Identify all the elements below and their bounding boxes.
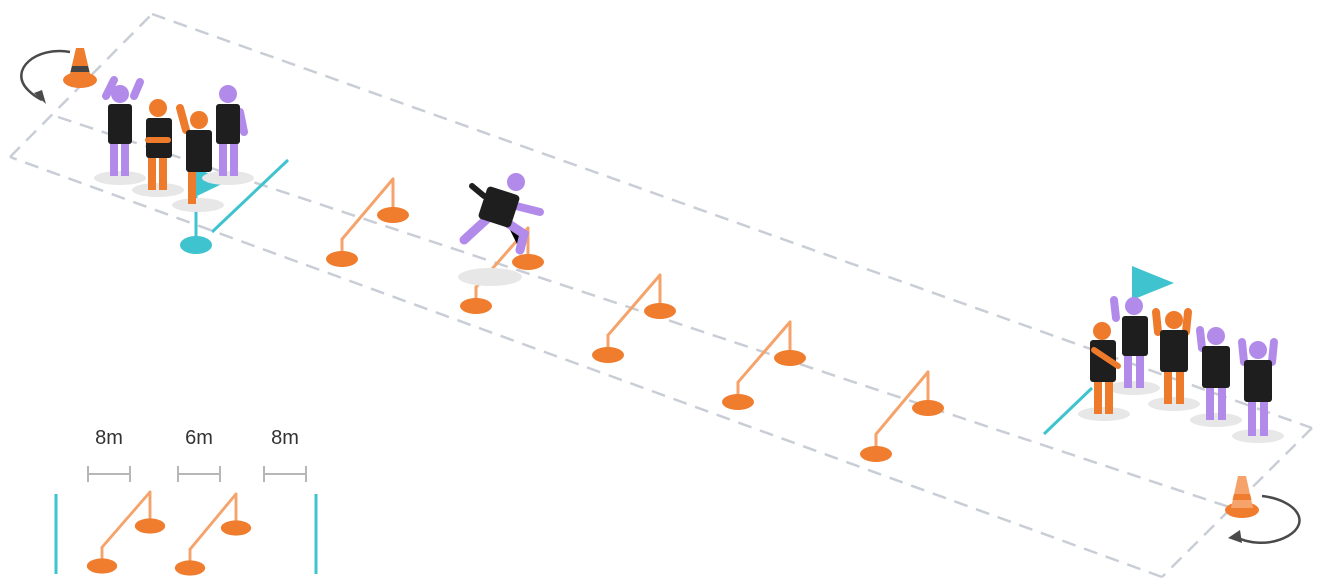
hurdle-icon [86,490,166,574]
legend-dimension-1 [87,466,131,482]
legend-hurdles-group [86,490,252,576]
player-icon [94,76,146,185]
hurdle-icon [860,370,944,462]
counterclockwise-rotate-arrow-icon [20,49,71,104]
legend-spacing-label-3: 8m [271,427,299,449]
hurdle-icon [592,273,676,363]
player-icon [202,85,254,185]
hurdle-icon [722,320,806,410]
traffic-cone-icon [63,48,97,88]
clockwise-rotate-arrow-icon [1228,494,1301,544]
flag-icon [1132,266,1174,300]
traffic-cone-icon [1225,476,1259,518]
player-icon [1148,308,1200,411]
player-icon [1108,296,1160,395]
legend-spacing-label-1: 8m [95,427,123,449]
spacing-legend: 8m 6m 8m [54,427,318,576]
player-icon [1190,326,1242,427]
hurdles-group [326,177,944,462]
hurdle-icon [174,492,252,576]
track-bottom-edge [9,155,1163,579]
hurdle-icon [326,177,409,267]
player-icon [172,104,224,212]
start-team [94,76,254,212]
legend-dimension-3 [263,466,307,482]
player-icon [1078,322,1130,421]
player-icon [458,173,544,286]
legend-spacing-label-2: 6m [185,427,213,449]
legend-dimension-2 [177,466,221,482]
finish-team [1078,296,1284,443]
player-icon [132,99,184,197]
start-line [210,158,290,234]
player-icon [1232,338,1284,443]
finish-line [1042,386,1094,436]
